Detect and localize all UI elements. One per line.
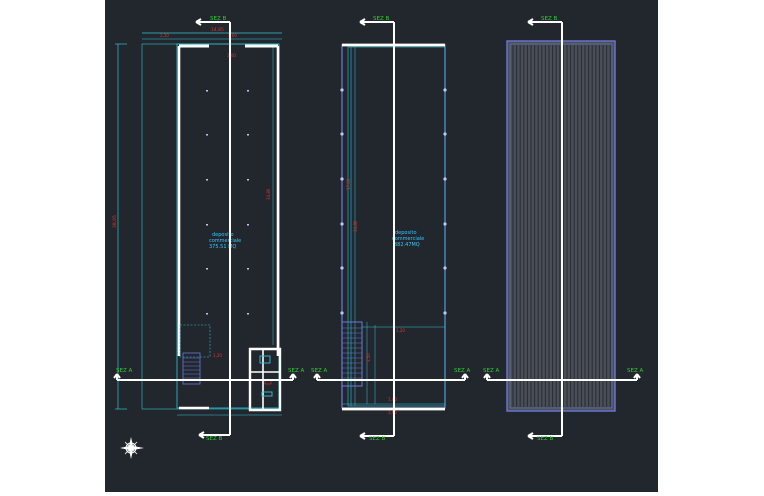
section-label-b-top: SEZ B bbox=[541, 16, 557, 22]
svg-text:3,60: 3,60 bbox=[388, 410, 397, 415]
column-markers bbox=[340, 88, 447, 315]
room-label-line1: deposito bbox=[212, 232, 234, 238]
svg-text:2,50: 2,50 bbox=[160, 33, 169, 38]
compass-icon bbox=[120, 437, 144, 459]
svg-text:3,50: 3,50 bbox=[366, 353, 371, 362]
toilet-icon bbox=[261, 391, 273, 397]
room-area: 375.51 MQ bbox=[209, 244, 236, 250]
svg-text:1,20: 1,20 bbox=[213, 353, 222, 358]
section-label-b-top: SEZ B bbox=[373, 16, 389, 22]
roof-ribs bbox=[512, 45, 611, 407]
section-label-b-top: SEZ B bbox=[210, 16, 226, 22]
section-label-b-bottom: SEZ B bbox=[206, 436, 222, 442]
svg-text:1,00: 1,00 bbox=[227, 53, 236, 58]
room-area: 382.47MQ bbox=[394, 242, 420, 248]
section-label-a-right: SEZ A bbox=[288, 368, 304, 374]
room-label-line2: commerciale bbox=[392, 236, 424, 242]
outer-outline bbox=[141, 43, 280, 410]
plan-ground-floor: 38,95 14,85 2,50 2,60 34,80 1,20 1,00 bbox=[112, 27, 282, 416]
room-label-line1: deposito bbox=[395, 230, 417, 236]
wc-block bbox=[248, 347, 282, 412]
floor-plan-drawing: 38,95 14,85 2,50 2,60 34,80 1,20 1,00 bbox=[112, 16, 643, 459]
room-label-line2: commerciale bbox=[209, 238, 241, 244]
room-outline bbox=[179, 324, 211, 358]
staircase bbox=[341, 321, 363, 387]
section-label-b-bottom: SEZ B bbox=[537, 436, 553, 442]
section-label-a-left: SEZ A bbox=[116, 368, 132, 374]
svg-text:1,00: 1,00 bbox=[388, 397, 397, 402]
column-markers bbox=[206, 90, 249, 315]
dim-text-top: 14,85 bbox=[211, 27, 224, 33]
svg-text:17,00: 17,00 bbox=[346, 178, 351, 190]
section-lines[interactable]: SEZ B SEZ B SEZ B SEZ B SEZ B SEZ B SEZ … bbox=[113, 16, 643, 442]
svg-text:34,80: 34,80 bbox=[353, 220, 358, 232]
section-label-a-left: SEZ A bbox=[311, 368, 327, 374]
dim-text-left: 38,95 bbox=[112, 215, 118, 228]
section-label-a-right: SEZ A bbox=[627, 368, 643, 374]
section-label-a-left: SEZ A bbox=[483, 368, 499, 374]
staircase bbox=[182, 352, 201, 385]
cad-drawing-canvas[interactable]: 38,95 14,85 2,50 2,60 34,80 1,20 1,00 bbox=[105, 0, 658, 492]
section-label-a-right: SEZ A bbox=[454, 368, 470, 374]
svg-text:2,60: 2,60 bbox=[228, 33, 237, 38]
svg-text:34,80: 34,80 bbox=[266, 188, 271, 200]
section-label-b-bottom: SEZ B bbox=[369, 436, 385, 442]
svg-text:1,20: 1,20 bbox=[396, 328, 405, 333]
wall-side bbox=[177, 46, 280, 356]
sink-icon bbox=[259, 355, 271, 364]
